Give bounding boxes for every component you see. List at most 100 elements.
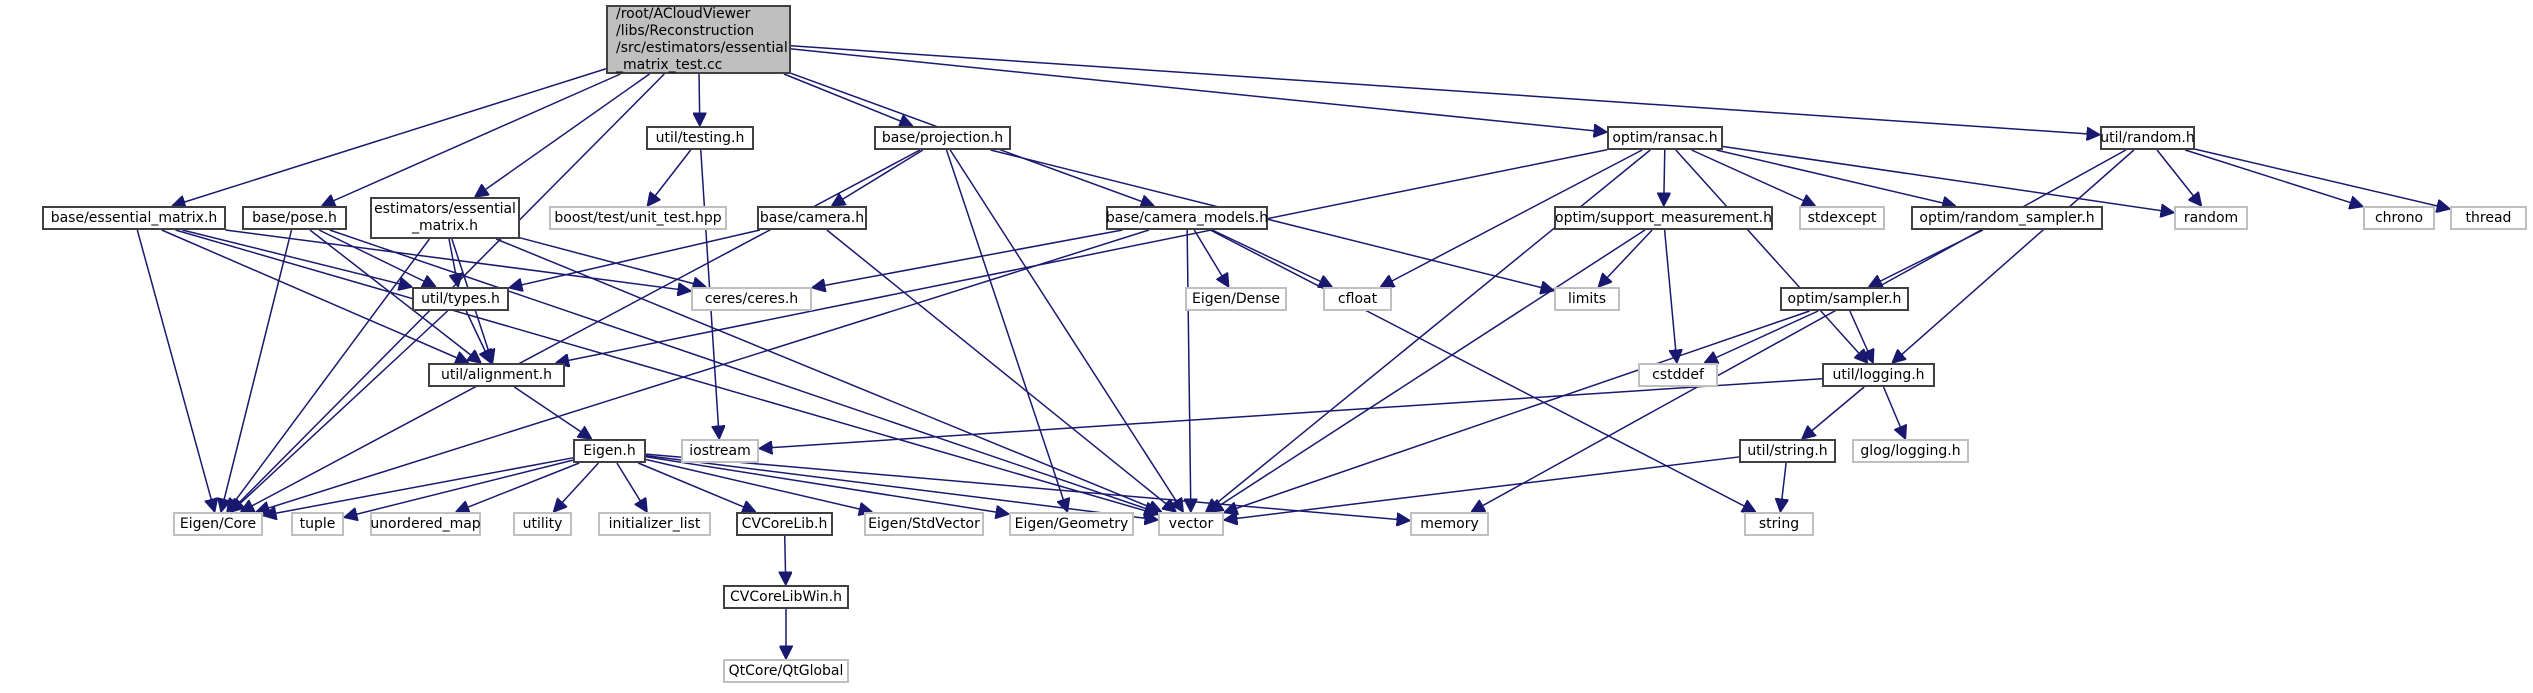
edge-base-essential-matrix-to-util-alignment [161, 229, 469, 363]
edge-optim-support-measurement-to-vector [1210, 229, 1646, 512]
edge-base-pose-to-util-alignment [309, 229, 481, 363]
edge-base-projection-to-eigen-geometry [945, 149, 1068, 512]
edge-base-camera-models-to-eigen-core [256, 229, 1150, 512]
edge-eigen-h-to-initializer-list [616, 462, 647, 512]
node-eigen-stdvector: Eigen/StdVector [864, 512, 984, 536]
edge-base-essential-matrix-to-vector [175, 229, 1158, 514]
node-vector: vector [1158, 512, 1224, 536]
node-base-projection[interactable]: base/projection.h [874, 126, 1011, 150]
edge-optim-ransac-to-random [1722, 145, 2174, 212]
node-boost-unit-test: boost/test/unit_test.hpp [549, 206, 727, 230]
node-eigen-h[interactable]: Eigen.h [573, 439, 646, 463]
edge-root-to-base-pose [322, 73, 621, 206]
edge-root-to-estimators-essential-matrix [475, 73, 650, 197]
node-util-random[interactable]: util/random.h [2100, 126, 2195, 150]
edge-optim-ransac-to-stdexcept [1691, 149, 1816, 206]
edge-util-logging-to-util-string [1802, 386, 1865, 439]
edge-optim-ransac-to-cfloat [1380, 149, 1643, 287]
edge-util-random-to-chrono [2185, 149, 2363, 207]
node-root[interactable]: /root/ACloudViewer /libs/Reconstruction … [606, 5, 791, 74]
edge-base-camera-to-vector [826, 229, 1176, 512]
edge-eigen-h-to-vector [645, 454, 1158, 520]
node-cstddef: cstddef [1638, 363, 1718, 387]
node-base-camera-models[interactable]: base/camera_models.h [1106, 206, 1268, 230]
edge-estimators-essential-matrix-to-ceres [519, 237, 706, 287]
edge-base-pose-to-vector [329, 229, 1158, 513]
edge-base-projection-to-vector [949, 149, 1183, 512]
edge-util-testing-to-boost-unit-test [647, 149, 692, 206]
edge-optim-support-measurement-to-limits [1598, 229, 1653, 287]
edge-base-essential-matrix-to-util-types [182, 229, 412, 287]
node-base-camera[interactable]: base/camera.h [757, 206, 867, 230]
edge-base-pose-to-util-types [318, 229, 436, 287]
node-initializer-list: initializer_list [598, 512, 711, 536]
edge-estimators-essential-matrix-to-eigen-core [227, 238, 431, 512]
edge-cvcorelib-to-cvcorelibwin [785, 535, 786, 585]
node-eigen-geometry: Eigen/Geometry [1009, 512, 1134, 536]
node-ceres: ceres/ceres.h [691, 287, 812, 311]
node-util-testing[interactable]: util/testing.h [646, 126, 754, 150]
edge-base-camera-to-util-types [509, 229, 761, 288]
edge-util-alignment-to-eigen-h [513, 386, 591, 439]
node-cvcorelib[interactable]: CVCoreLib.h [736, 512, 833, 536]
edge-base-projection-to-limits [990, 149, 1554, 291]
node-random: random [2174, 206, 2248, 230]
edge-optim-support-measurement-to-cstddef [1663, 229, 1677, 363]
node-estimators-essential-matrix[interactable]: estimators/essential _matrix.h [370, 197, 520, 239]
edge-base-camera-models-to-eigen-dense [1193, 229, 1228, 287]
edge-eigen-h-to-eigen-core [263, 457, 574, 516]
edge-estimators-essential-matrix-to-util-types [448, 238, 458, 287]
node-string: string [1744, 512, 1814, 536]
node-eigen-dense: Eigen/Dense [1185, 287, 1287, 311]
node-glog-logging: glog/logging.h [1852, 439, 1969, 463]
edge-util-string-to-string [1780, 462, 1786, 512]
edge-root-to-base-essential-matrix [172, 68, 607, 206]
node-util-logging[interactable]: util/logging.h [1822, 363, 1935, 387]
node-optim-sampler[interactable]: optim/sampler.h [1780, 287, 1909, 311]
node-optim-ransac[interactable]: optim/ransac.h [1607, 126, 1723, 150]
node-base-essential-matrix[interactable]: base/essential_matrix.h [42, 206, 226, 230]
edge-optim-ransac-to-optim-random-sampler [1716, 149, 1955, 206]
node-util-alignment[interactable]: util/alignment.h [428, 363, 565, 387]
edge-eigen-h-to-unordered-map [456, 462, 580, 512]
node-util-types[interactable]: util/types.h [412, 287, 509, 311]
edge-eigen-h-to-tuple [344, 459, 574, 517]
edge-optim-ransac-to-optim-support-measurement [1664, 149, 1665, 206]
edge-util-types-to-util-alignment [465, 310, 491, 363]
node-optim-random-sampler[interactable]: optim/random_sampler.h [1911, 206, 2103, 230]
edge-util-random-to-util-logging [1892, 149, 2135, 363]
edge-eigen-h-to-eigen-geometry [645, 456, 1009, 514]
edge-base-camera-models-to-string [1209, 229, 1756, 512]
node-utility: utility [513, 512, 572, 536]
node-cvcorelibwin[interactable]: CVCoreLibWin.h [723, 585, 849, 609]
edge-eigen-h-to-utility [554, 462, 600, 512]
node-eigen-core: Eigen/Core [173, 512, 263, 536]
edge-optim-ransac-to-vector [1206, 149, 1651, 512]
node-base-pose[interactable]: base/pose.h [242, 206, 347, 230]
edge-base-projection-to-base-camera [832, 149, 924, 206]
edge-root-to-optim-ransac [790, 48, 1607, 132]
edge-base-camera-models-to-vector [1187, 229, 1191, 512]
edge-optim-ransac-to-util-alignment [556, 149, 1608, 363]
node-unordered-map: unordered_map [370, 512, 481, 536]
edge-root-to-util-testing [699, 73, 700, 126]
edge-base-camera-models-to-cfloat [1211, 229, 1332, 287]
edge-root-to-base-projection [783, 73, 913, 126]
edge-base-projection-to-eigen-core [241, 149, 921, 512]
node-optim-support-measurement[interactable]: optim/support_measurement.h [1554, 206, 1773, 230]
edge-base-camera-models-to-ceres [812, 229, 1123, 288]
node-limits: limits [1554, 287, 1620, 311]
edge-base-essential-matrix-to-eigen-core [136, 229, 214, 512]
edge-util-types-to-eigen-core [231, 310, 449, 512]
edge-eigen-h-to-cvcorelib [637, 462, 755, 512]
edge-root-to-util-random [790, 45, 2100, 135]
edge-util-random-to-memory [1471, 149, 2127, 512]
node-chrono: chrono [2363, 206, 2435, 230]
node-memory: memory [1410, 512, 1489, 536]
node-cfloat: cfloat [1323, 287, 1392, 311]
node-util-string[interactable]: util/string.h [1739, 439, 1836, 463]
edge-optim-sampler-to-cstddef [1704, 310, 1819, 363]
edge-util-logging-to-iostream [759, 377, 1823, 449]
edge-util-random-to-thread [2194, 148, 2450, 209]
